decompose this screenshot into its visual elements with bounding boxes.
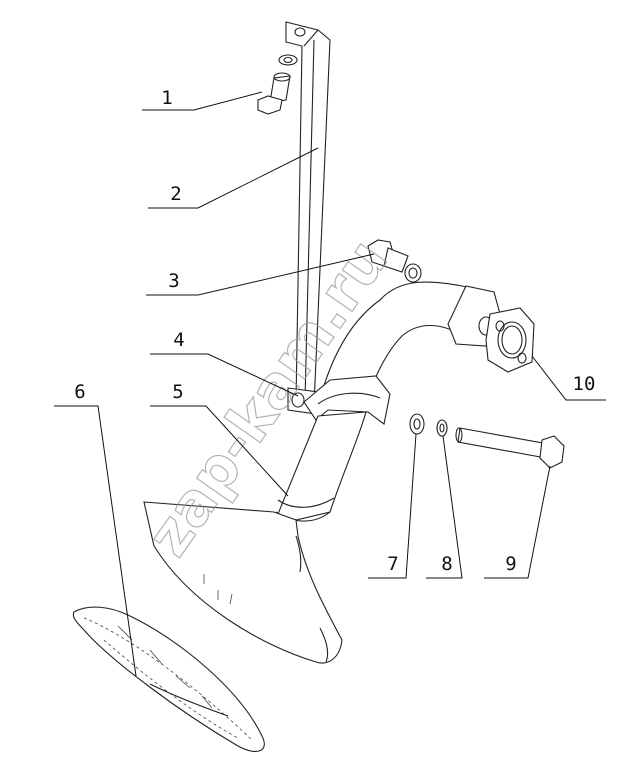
callout-7: 7 (387, 553, 398, 575)
top-bolt (257, 54, 298, 115)
callout-9: 9 (505, 553, 516, 575)
callout-10: 10 (573, 373, 596, 395)
elbow-pipe (143, 281, 535, 664)
callout-3: 3 (168, 270, 179, 292)
callout-1: 1 (161, 87, 172, 109)
middle-bolt (367, 239, 422, 283)
washer (409, 413, 425, 435)
lock-washer (436, 419, 448, 437)
spreader-disc (72, 606, 265, 752)
callout-4: 4 (173, 329, 184, 351)
callout-6: 6 (74, 381, 85, 403)
callout-5: 5 (172, 381, 183, 403)
callout-2: 2 (170, 183, 181, 205)
callout-8: 8 (441, 553, 452, 575)
callouts: 1 2 3 4 5 6 7 8 9 10 (54, 87, 606, 677)
long-bolt (455, 427, 565, 469)
